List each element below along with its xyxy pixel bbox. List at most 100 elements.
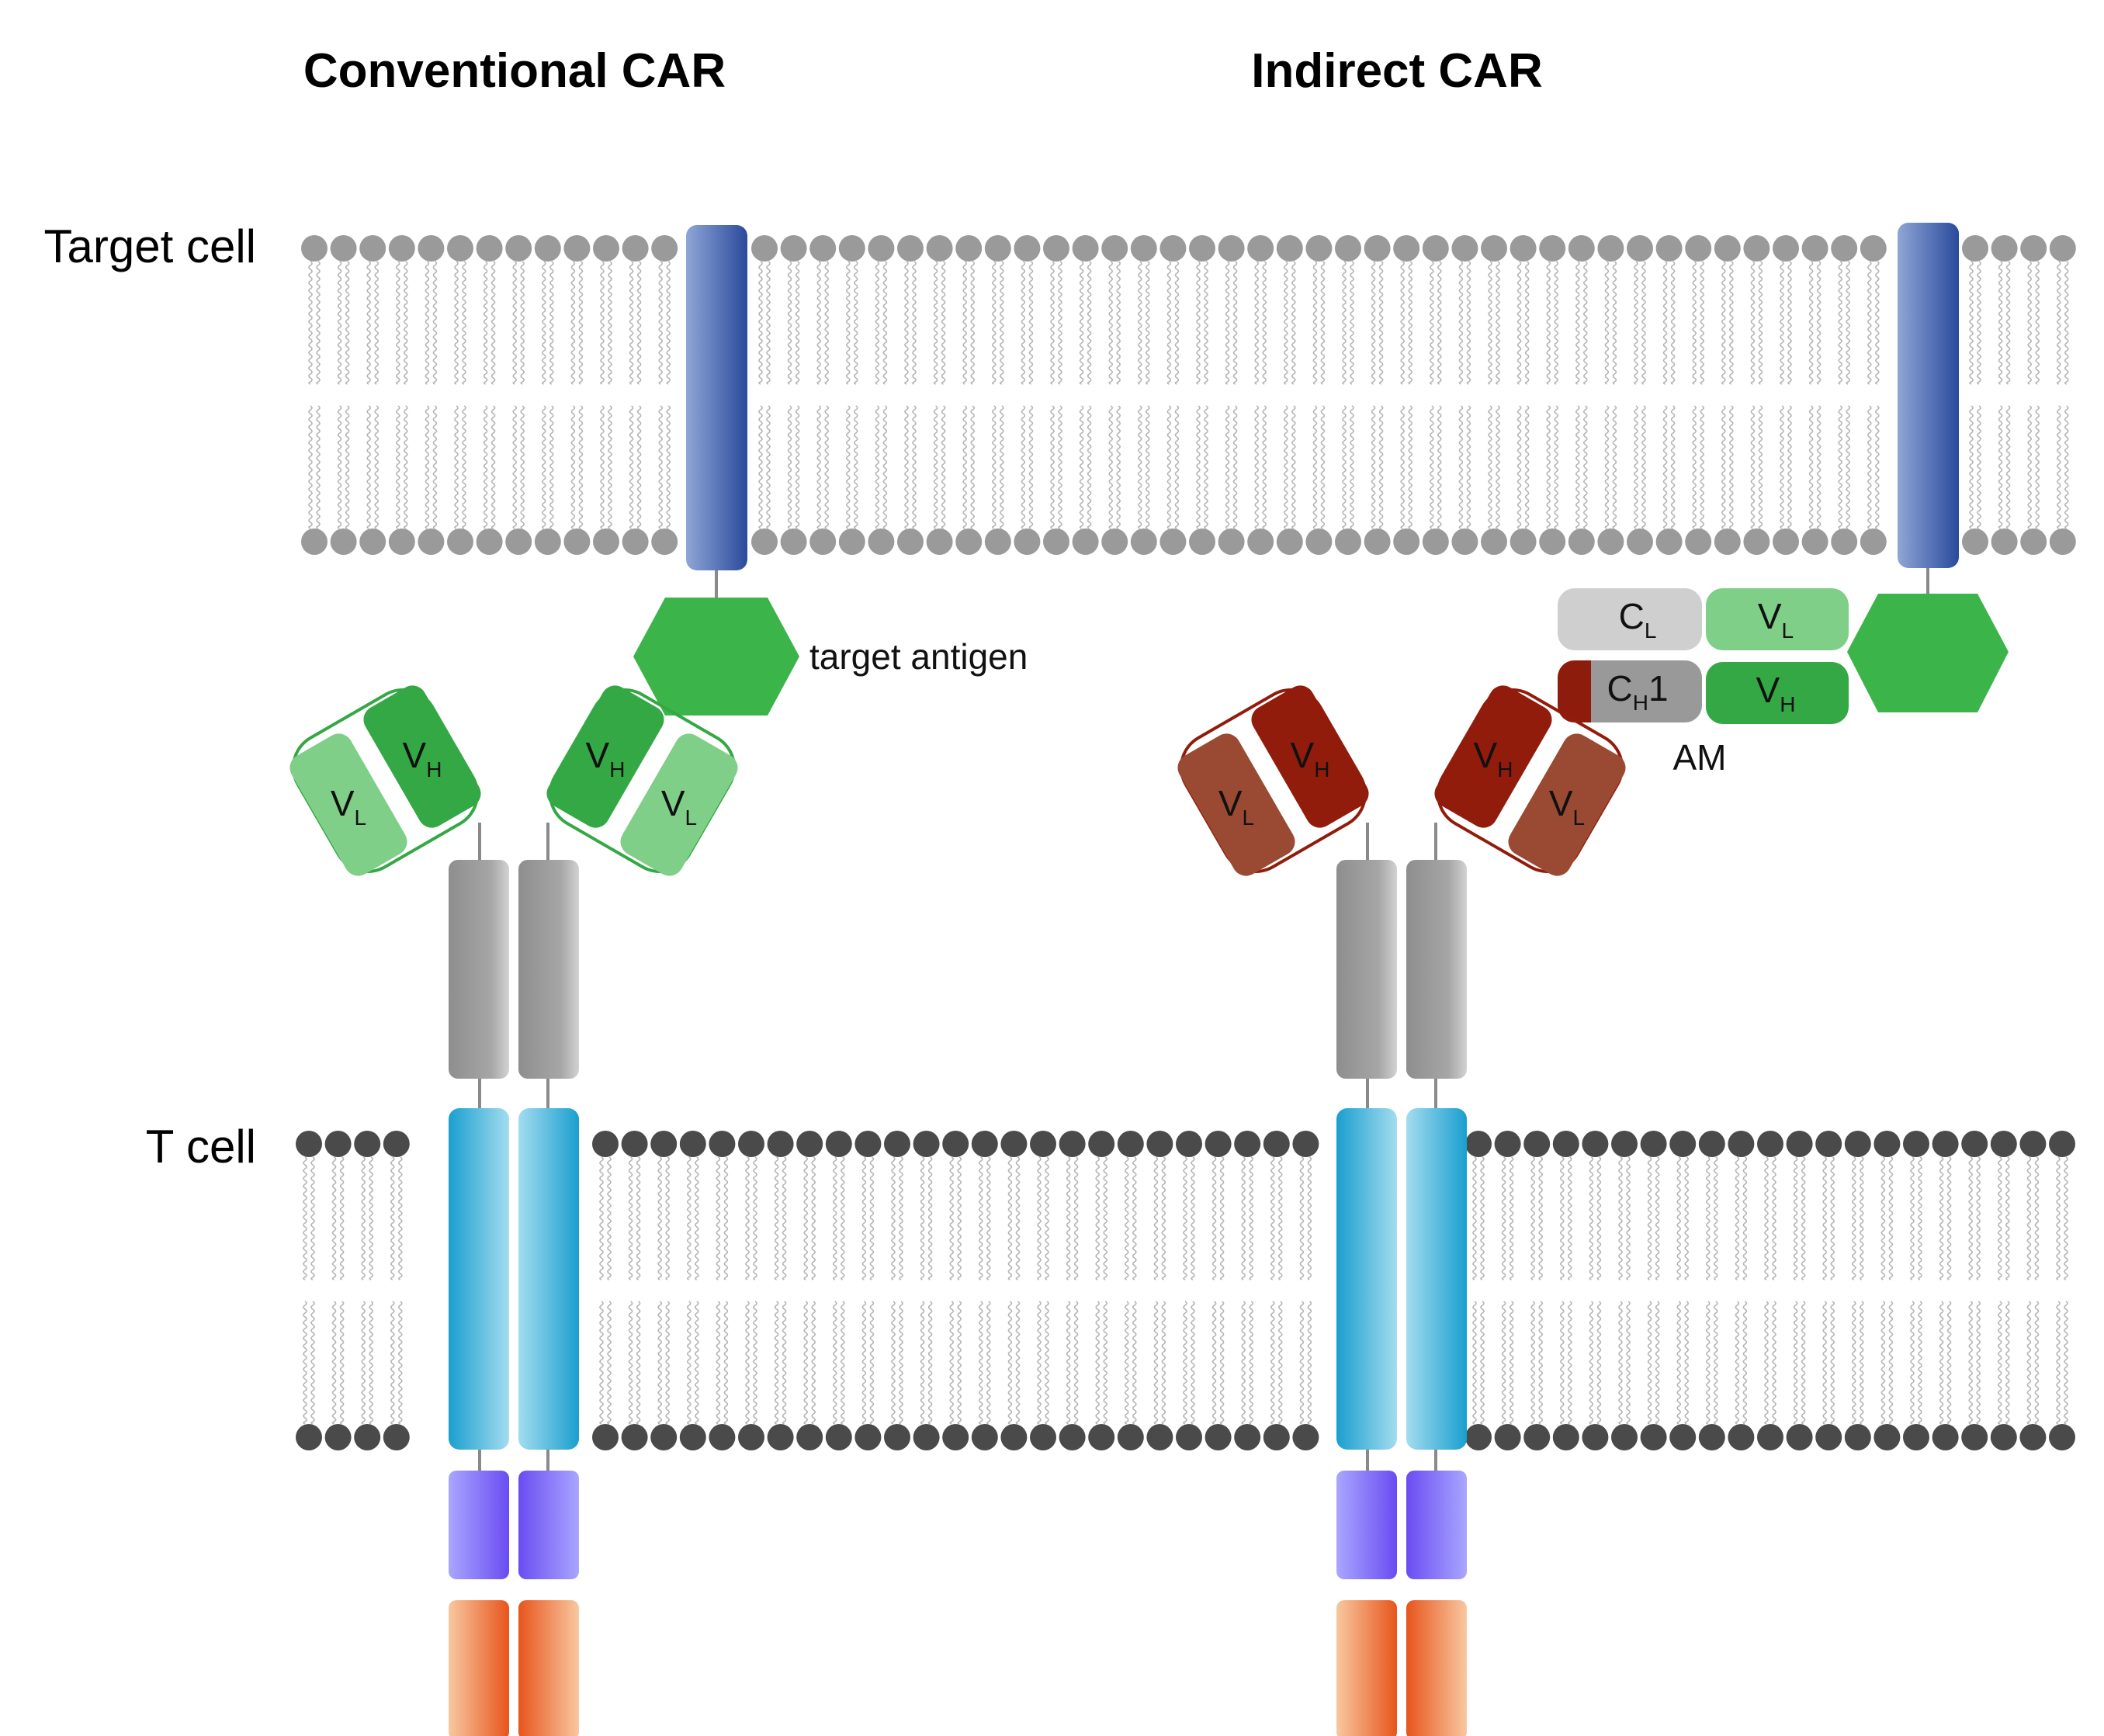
lipid-tail (366, 261, 371, 385)
lipid-tail (1050, 261, 1055, 385)
lipid-head (796, 1131, 823, 1157)
lipid-head (476, 235, 503, 262)
lipid-tail (1095, 1156, 1100, 1280)
lipid-tail (1742, 1301, 1748, 1425)
lipid-head (1130, 235, 1157, 262)
lipid-head (2049, 1424, 2075, 1450)
lipid-head (751, 235, 778, 262)
lipid-head (622, 528, 649, 555)
lipid-tail (490, 405, 496, 529)
lipid-tail (345, 405, 350, 529)
lipid-head (1205, 1424, 1232, 1450)
lipid-head (388, 528, 415, 555)
lipid-head (1014, 528, 1041, 555)
lipid-tail (512, 405, 517, 529)
lipid-tail (1538, 1156, 1543, 1280)
lipid-tail (875, 261, 880, 385)
lipid-tail (396, 405, 400, 529)
lipid-head (1655, 528, 1683, 555)
lipid-head (622, 235, 649, 262)
lipid-tail (1918, 1156, 1922, 1280)
lipid-tail (1735, 1156, 1740, 1280)
lipid-tail (1408, 261, 1412, 385)
lipid-tail (1684, 1301, 1689, 1425)
lipid-tail (1087, 261, 1092, 385)
lipid-tail (404, 405, 408, 529)
lipid-tail (1312, 261, 1318, 385)
lipid-tail (1554, 261, 1558, 385)
lipid-head (1611, 1131, 1638, 1157)
lipid-tail (875, 405, 880, 529)
lipid-tail (1501, 1156, 1506, 1280)
lipid-tail (2056, 1301, 2061, 1425)
lipid-head (1159, 235, 1187, 262)
lipid-tail (1530, 1301, 1535, 1425)
lipid-tail (1132, 1301, 1137, 1425)
lipid-tail (425, 405, 430, 529)
lipid-head (1757, 1131, 1783, 1157)
lipid-head (913, 1131, 940, 1157)
signaling-domain (449, 1600, 509, 1736)
lipid-tail (1183, 1156, 1187, 1280)
lipid-head (1640, 1131, 1667, 1157)
lipid-head (767, 1131, 794, 1157)
lipid-tail (745, 1301, 750, 1425)
lipid-head (1146, 1131, 1173, 1157)
lipid-tail (432, 405, 438, 529)
lipid-tail (1706, 1301, 1711, 1425)
lipid-tail (1764, 1156, 1769, 1280)
lipid-tail (723, 1301, 729, 1425)
lipid-tail (1166, 261, 1172, 385)
lipid-tail (1400, 405, 1405, 529)
lipid-tail (1846, 261, 1850, 385)
lipid-tail (2034, 1156, 2040, 1280)
vl-domain (620, 733, 738, 876)
lipid-head (942, 1424, 969, 1450)
lipid-head (593, 235, 619, 262)
heading-indirect-car: Indirect CAR (1251, 44, 1542, 98)
lipid-head (447, 528, 473, 555)
lipid-tail (758, 261, 763, 385)
lipid-tail (978, 1156, 983, 1280)
lipid-tail (1350, 261, 1354, 385)
lipid-tail (628, 1301, 633, 1425)
lipid-tail (695, 1301, 699, 1425)
lipid-tail (1700, 405, 1704, 529)
ch1-domain (1558, 660, 1702, 722)
car-transmembrane-domain (1336, 1108, 1397, 1450)
lipid-tail (1559, 1156, 1565, 1280)
lipid-head (2020, 235, 2047, 262)
lipid-tail (1262, 405, 1267, 529)
lipid-head (709, 1424, 736, 1450)
lipid-tail (1969, 405, 1974, 529)
lipid-head (330, 528, 357, 555)
lipid-tail (629, 405, 634, 529)
lipid-head (1685, 528, 1712, 555)
lipid-tail (1219, 1156, 1225, 1280)
lipid-tail (949, 1156, 954, 1280)
lipid-tail (1735, 1301, 1740, 1425)
lipid-tail (1350, 405, 1354, 529)
lipid-tail (1524, 261, 1530, 385)
lipid-head (1801, 528, 1828, 555)
lipid-tail (1596, 1156, 1602, 1280)
lipid-tail (1183, 1301, 1187, 1425)
lipid-head (971, 1131, 998, 1157)
lipid-tail (1780, 261, 1784, 385)
lipid-tail (1204, 261, 1208, 385)
lipid-head (1292, 1424, 1319, 1450)
lipid-head (1101, 528, 1128, 555)
lipid-tail (1116, 261, 1121, 385)
lipid-tail (716, 1301, 721, 1425)
lipid-tail (1488, 261, 1492, 385)
lipid-head (1451, 235, 1478, 262)
lipid-head (1481, 528, 1507, 555)
lipid-tail (520, 405, 525, 529)
lipid-tail (1191, 1156, 1195, 1280)
lipid-tail (1888, 1156, 1894, 1280)
lipid-tail (1429, 261, 1434, 385)
lipid-head (780, 235, 807, 262)
lipid-tail (2026, 1156, 2032, 1280)
